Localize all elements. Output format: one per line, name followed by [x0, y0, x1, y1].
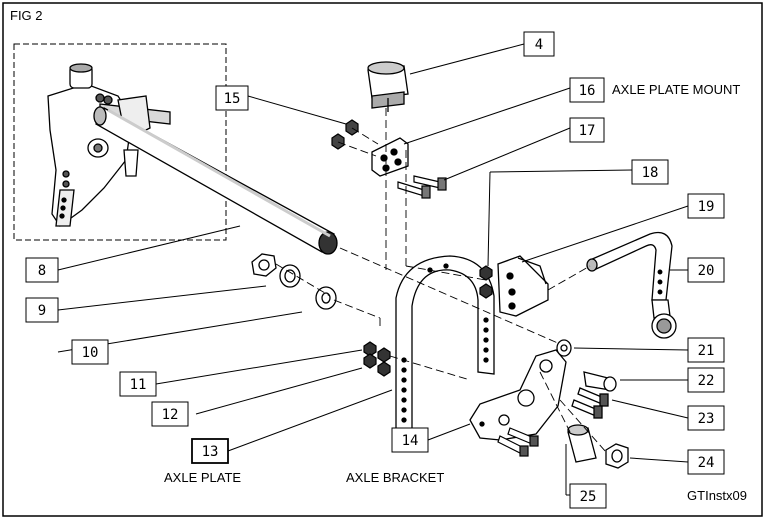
axle-plate-mount-part [371, 137, 409, 177]
inset-assembly [47, 63, 171, 227]
callout-box-25 [569, 483, 607, 509]
figure-label: FIG 2 [10, 8, 43, 23]
callout-10: 10 [82, 345, 99, 361]
callout-12: 12 [162, 407, 179, 423]
callout-box-16 [569, 77, 605, 103]
callout-13: 13 [202, 444, 219, 460]
caption-axle-bracket: AXLE BRACKET [346, 470, 445, 485]
callout-box-23 [687, 405, 725, 431]
callout-box-9 [25, 297, 59, 323]
callout-box-10 [71, 339, 109, 365]
right-small-parts [556, 339, 629, 469]
nut-washer-stack [251, 253, 337, 310]
screws-14 [497, 427, 539, 457]
bracket-19 [497, 255, 549, 317]
callout-box-13 [191, 438, 229, 464]
callout-9: 9 [38, 303, 46, 319]
callout-22: 22 [698, 373, 715, 389]
callout-19: 19 [698, 199, 715, 215]
callout-box-4 [523, 31, 555, 57]
callout-20: 20 [698, 263, 715, 279]
inset-box [13, 43, 227, 241]
callout-box-12 [151, 401, 189, 427]
callout-box-15 [215, 85, 249, 111]
callout-box-24 [687, 449, 725, 475]
callout-box-14 [391, 427, 429, 453]
callout-boxes [25, 31, 725, 509]
axle-plate-part [469, 349, 567, 441]
callout-21: 21 [698, 343, 715, 359]
callout-11: 11 [130, 377, 147, 393]
axle-tube [93, 106, 338, 255]
assembly-lines [275, 108, 607, 453]
callout-box-8 [25, 257, 59, 283]
nuts-18 [479, 265, 493, 299]
callout-box-22 [687, 367, 725, 393]
small-nuts-11-12 [363, 341, 391, 377]
callout-16: 16 [579, 83, 596, 99]
nuts-15 [331, 119, 359, 150]
callout-18: 18 [642, 165, 659, 181]
callout-23: 23 [698, 411, 715, 427]
drawing-code: GTInstx09 [687, 488, 747, 503]
callout-box-20 [687, 257, 725, 283]
callout-box-19 [687, 193, 725, 219]
callout-14: 14 [402, 433, 419, 449]
callout-8: 8 [38, 263, 46, 279]
callout-box-21 [687, 337, 725, 363]
callout-numbers: 4 8 9 10 11 12 13 14 15 16 17 18 19 20 2… [38, 37, 715, 505]
callout-box-17 [569, 117, 605, 143]
callout-25: 25 [580, 489, 597, 505]
callout-box-18 [631, 159, 669, 185]
anti-tip-tube [586, 231, 677, 339]
caption-axle-plate: AXLE PLATE [164, 470, 242, 485]
callout-24: 24 [698, 455, 715, 471]
clamp-part [367, 61, 409, 112]
callout-box-11 [119, 371, 157, 397]
bolts-17 [397, 175, 447, 199]
caption-axle-plate-mount: AXLE PLATE MOUNT [612, 82, 741, 97]
callout-17: 17 [579, 123, 596, 139]
outer-border [2, 2, 763, 517]
callout-4: 4 [535, 37, 543, 53]
callout-15: 15 [224, 91, 241, 107]
